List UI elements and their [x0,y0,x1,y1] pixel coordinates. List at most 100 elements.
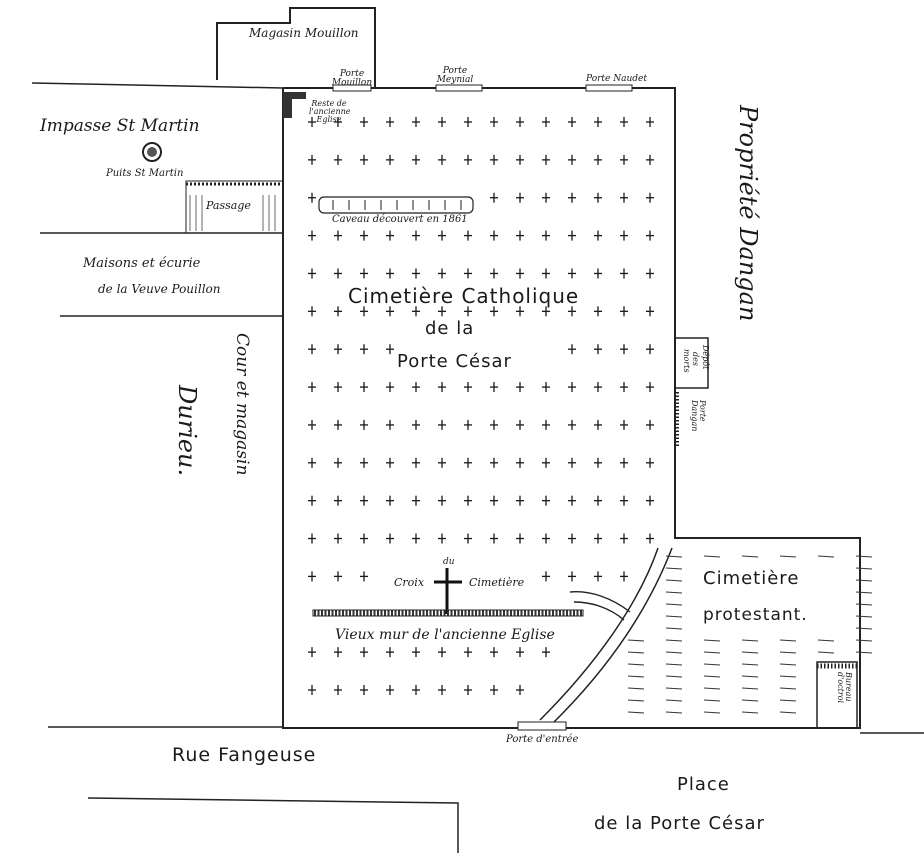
grave-cross-icon [568,344,576,355]
ground-mark [665,567,683,570]
grave-cross-icon [620,571,628,582]
grave-cross-icon [308,571,316,582]
grave-crosses [308,117,654,695]
path-branch-2 [573,601,625,621]
porte-mouillon-gate [332,84,372,92]
grave-cross-icon [516,457,524,468]
bureau-octroi-box [816,661,858,729]
ground-mark [665,687,683,690]
ground-mark [703,699,721,702]
porte-entree-gate [517,721,567,731]
grave-cross-icon [308,306,316,317]
ground-mark [627,711,645,714]
ground-mark [779,663,797,666]
grave-cross-icon [334,154,342,165]
grave-cross-icon [542,382,550,393]
grave-cross-icon [412,647,420,658]
porte-naudet-gate [585,84,633,92]
grave-cross-icon [620,344,628,355]
grave-cross-icon [464,117,472,127]
grave-cross-icon [438,117,446,127]
grave-cross-icon [412,685,420,695]
grave-cross-icon [516,647,524,658]
ground-mark [741,663,759,666]
grave-cross-icon [568,192,576,203]
grave-cross-icon [438,382,446,393]
ground-mark [703,639,721,642]
ground-mark [703,555,721,558]
grave-cross-icon [490,382,498,393]
maisons-label-2: de la Veuve Pouillon [98,282,221,296]
grave-cross-icon [516,268,524,279]
grave-cross-icon [412,533,420,544]
grave-cross-icon [620,192,628,203]
ground-mark [665,699,683,702]
grave-cross-icon [438,268,446,279]
cour-magasin-label: Cour et magasin [232,333,252,476]
grave-cross-icon [308,344,316,355]
path-line-2 [551,547,673,725]
grave-cross-icon [568,419,576,430]
grave-cross-icon [568,533,576,544]
grave-cross-icon [308,419,316,430]
grave-cross-icon [360,495,368,506]
propriete-label: Propriété Dangan [734,105,762,322]
grave-cross-icon [646,344,654,355]
ground-mark [665,615,683,618]
grave-cross-icon [542,192,550,203]
ground-mark [855,591,873,594]
grave-cross-icon [438,533,446,544]
grave-cross-icon [308,685,316,695]
grave-cross-icon [542,533,550,544]
ground-mark [665,663,683,666]
grave-cross-icon [568,230,576,241]
grave-cross-icon [516,154,524,165]
ground-mark [779,711,797,714]
grave-cross-icon [620,117,628,127]
grave-cross-icon [542,154,550,165]
grave-cross-icon [542,306,550,317]
depot-label-2: des [691,352,700,366]
grave-cross-icon [490,647,498,658]
grave-cross-icon [594,154,602,165]
grave-cross-icon [464,495,472,506]
grave-cross-icon [646,117,654,127]
grave-cross-icon [438,685,446,695]
ground-mark [741,675,759,678]
ground-mark [627,699,645,702]
grave-cross-icon [360,382,368,393]
grave-cross-icon [360,571,368,582]
ground-mark [665,555,683,558]
grave-cross-icon [308,268,316,279]
grave-cross-icon [542,117,550,127]
grave-cross-icon [386,268,394,279]
grave-cross-icon [490,306,498,317]
grave-cross-icon [334,117,342,127]
grave-cross-icon [308,533,316,544]
grave-cross-icon [542,230,550,241]
ground-mark [703,663,721,666]
grave-cross-icon [334,230,342,241]
protestant-title-2: protestant. [703,605,808,625]
grave-cross-icon [568,117,576,127]
grave-cross-icon [464,647,472,658]
grave-cross-icon [334,457,342,468]
grave-cross-icon [386,495,394,506]
impasse-boundary-line [31,82,284,89]
grave-cross-icon [360,117,368,127]
porte-meynial-gate [435,84,483,92]
grave-cross-icon [594,495,602,506]
path-branch-1 [569,590,631,613]
grave-cross-icon [386,533,394,544]
ground-mark [855,555,873,558]
ground-mark [855,615,873,618]
grave-cross-icon [646,268,654,279]
depot-label-1: Dépôt [701,345,710,370]
grave-cross-icon [334,419,342,430]
grave-cross-icon [464,533,472,544]
ground-mark [627,639,645,642]
grave-cross-icon [360,685,368,695]
grave-cross-icon [334,306,342,317]
grave-cross-icon [464,382,472,393]
bureau-label: Bureau d'octroi [836,672,853,704]
